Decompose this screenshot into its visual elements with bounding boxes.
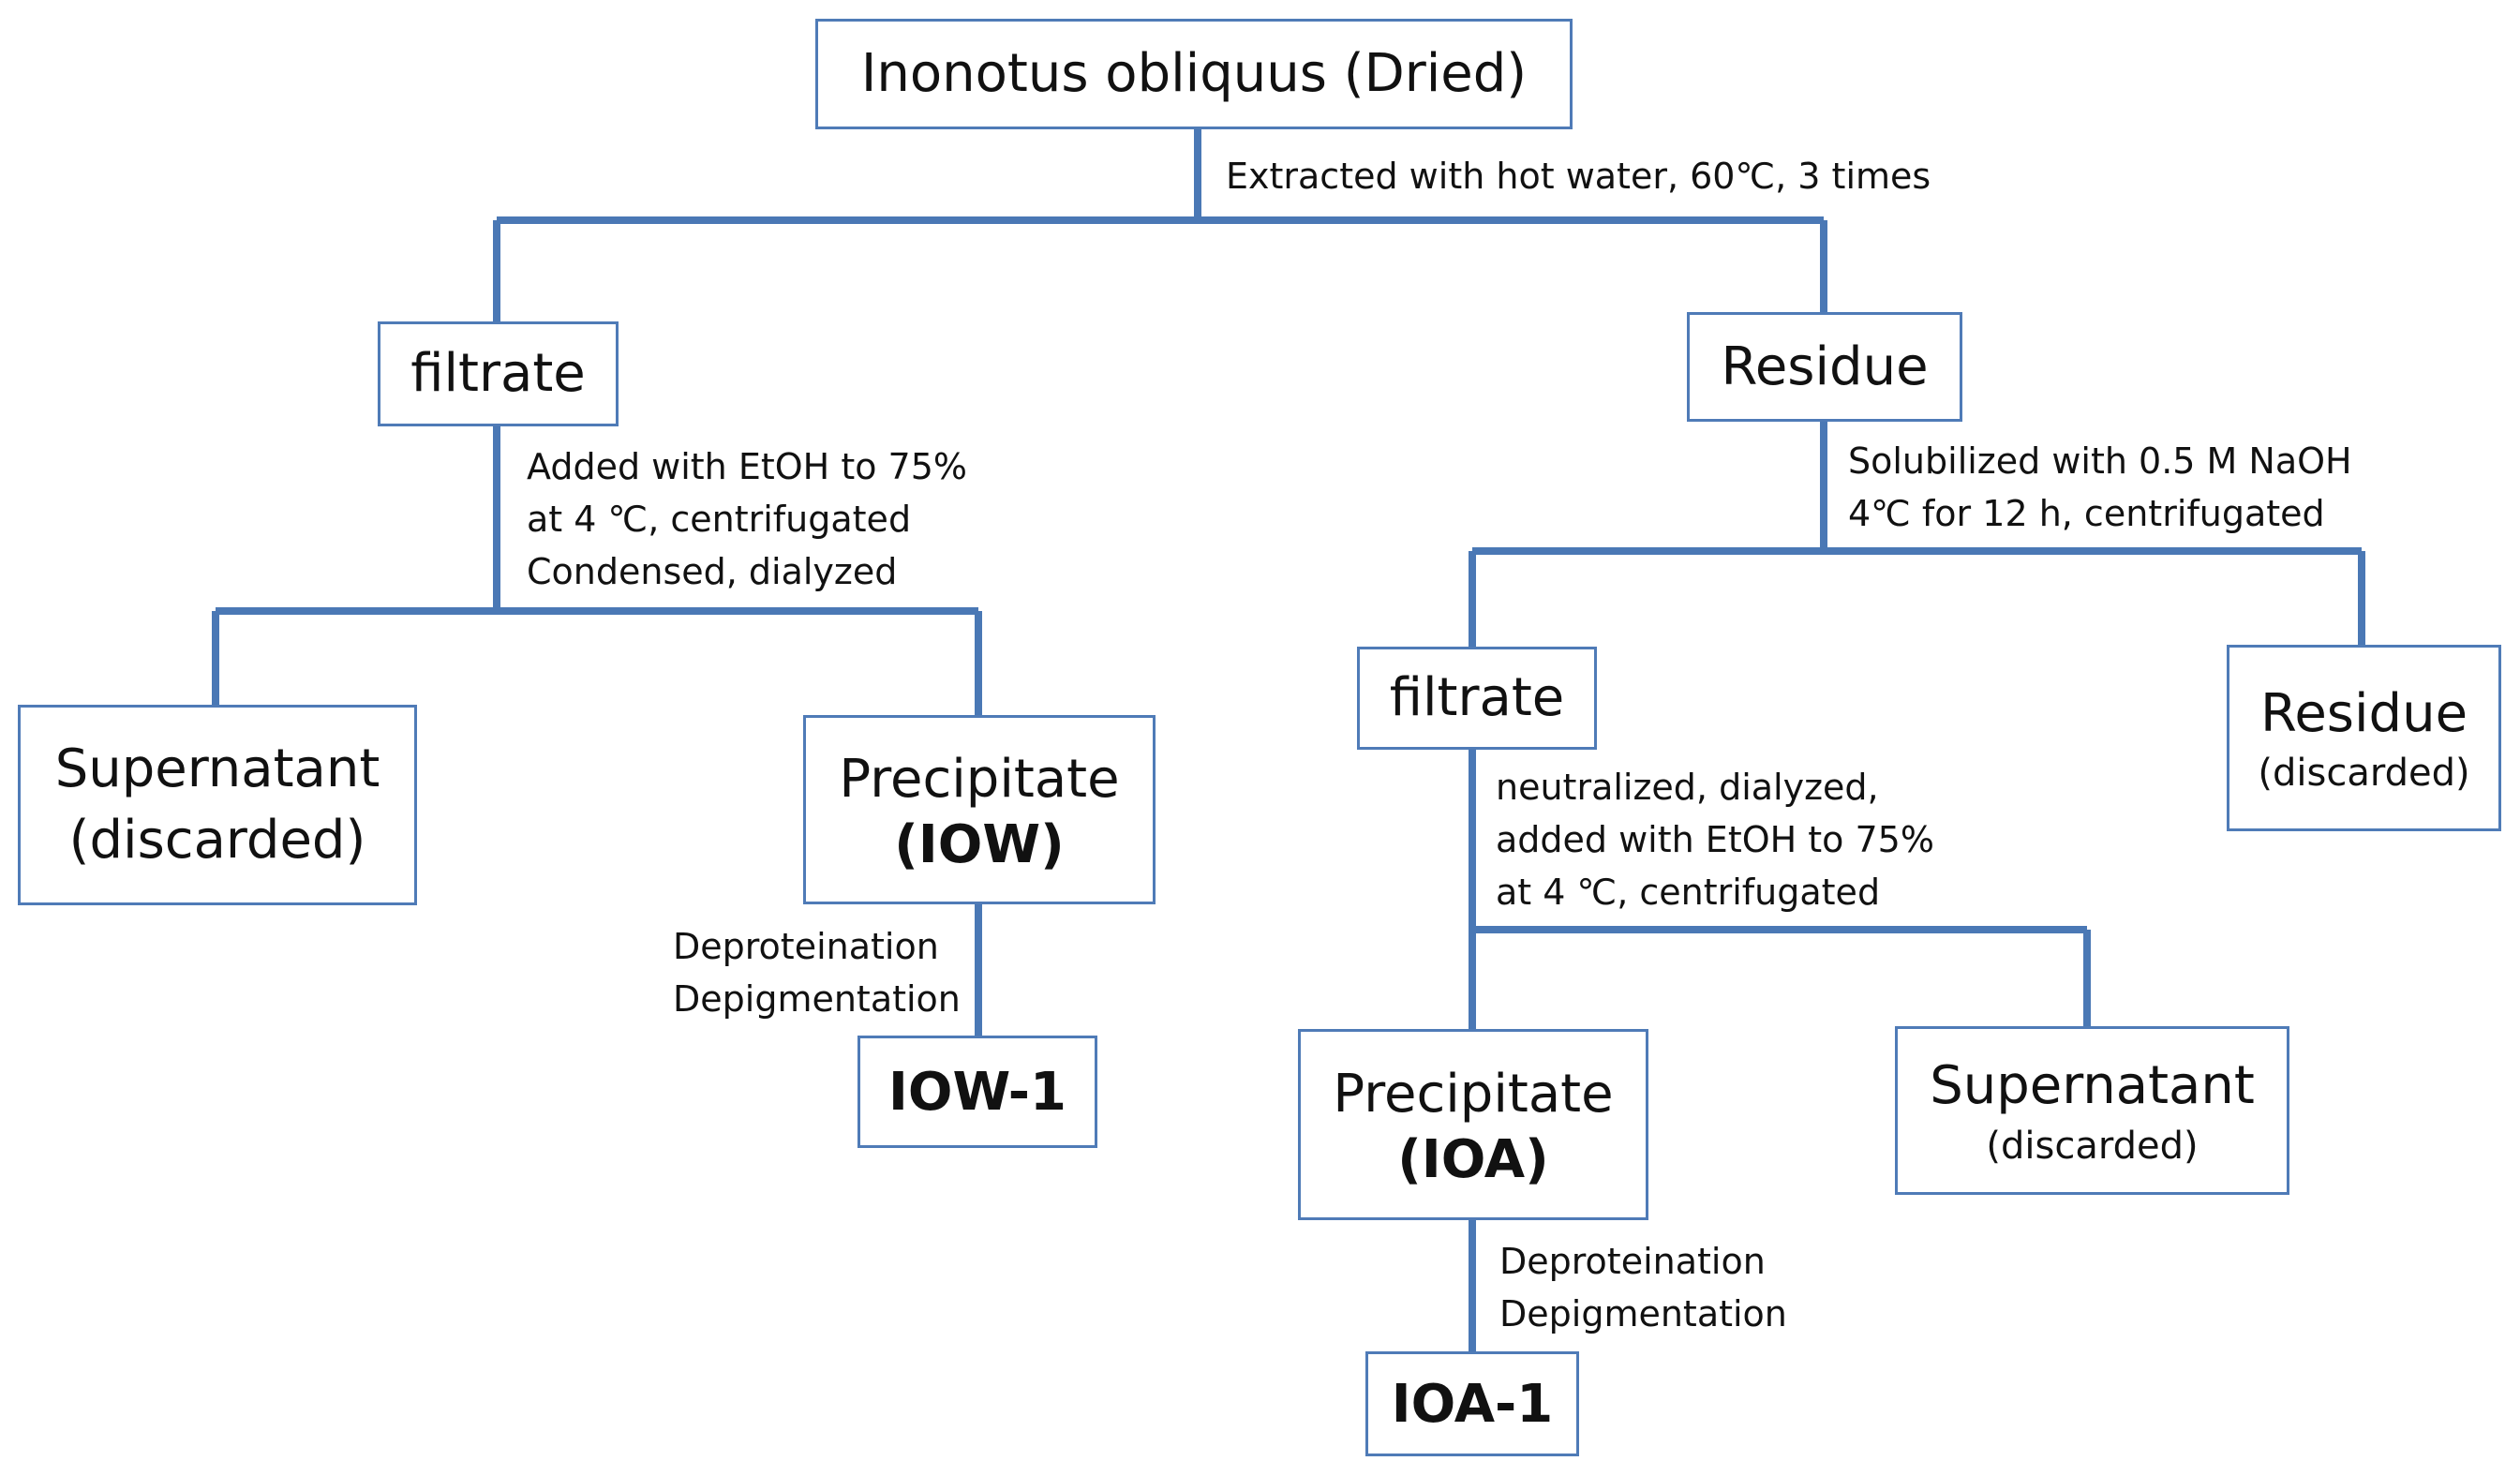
residue-node-label: Residue <box>1721 335 1929 397</box>
step-naoh-solubilization: Solubilized with 0.5 M NaOH 4℃ for 12 h,… <box>1848 435 2352 540</box>
iow1-node-box: IOW-1 <box>857 1036 1097 1148</box>
step-iow-purification: Deproteination Depigmentation <box>673 920 961 1025</box>
supernatant-node-subtitle: (discarded) <box>68 810 366 871</box>
connector-residue-split <box>1469 422 2365 647</box>
step-line: Added with EtOH to 75% <box>527 446 968 487</box>
filtrate-node-box: filtrate <box>378 321 619 426</box>
connector-filtrate-split <box>212 426 982 715</box>
connector-filtrate2-split <box>1469 750 2091 1029</box>
filtrate2-node-label: filtrate <box>1389 667 1565 729</box>
ioa1-node-box: IOA-1 <box>1365 1351 1579 1456</box>
supernatant-node-box: Supernatant (discarded) <box>18 705 417 905</box>
step-line: Extracted with hot water, 60℃, 3 times <box>1226 156 1931 197</box>
supernatant2-node-subtitle: (discarded) <box>1986 1124 2199 1168</box>
ioa1-node-label: IOA-1 <box>1391 1373 1554 1435</box>
residue-node-box: Residue <box>1687 312 1962 422</box>
step-ethanol-precipitation: Added with EtOH to 75% at 4 ℃, centrifug… <box>527 440 967 598</box>
supernatant-node-title: Supernatant <box>54 738 380 800</box>
root-node-label: Inonotus obliquus (Dried) <box>860 43 1528 105</box>
step-line: 4℃ for 12 h, centrifugated <box>1848 493 2325 534</box>
precipitate-ioa-node-box: Precipitate (IOA) <box>1298 1029 1648 1220</box>
step-neutralize-ethanol: neutralized, dialyzed, added with EtOH t… <box>1496 761 1934 918</box>
step-line: at 4 ℃, centrifugated <box>1496 872 1881 913</box>
residue2-node-box: Residue (discarded) <box>2227 645 2501 831</box>
step-line: neutralized, dialyzed, <box>1496 767 1879 808</box>
precipitate-ioa-subtitle: (IOA) <box>1397 1129 1549 1191</box>
step-line: Depigmentation <box>1499 1293 1787 1334</box>
filtrate2-node-box: filtrate <box>1357 647 1597 750</box>
step-hot-water-extraction: Extracted with hot water, 60℃, 3 times <box>1226 150 1931 202</box>
residue2-node-subtitle: (discarded) <box>2258 752 2470 796</box>
step-line: Deproteination <box>1499 1241 1766 1282</box>
supernatant2-node-box: Supernatant (discarded) <box>1895 1026 2289 1195</box>
residue2-node-title: Residue <box>2259 682 2468 744</box>
precipitate-ioa-title: Precipitate <box>1333 1063 1614 1125</box>
precipitate-iow-subtitle: (IOW) <box>894 814 1065 876</box>
step-line: Deproteination <box>673 926 939 967</box>
step-line: Depigmentation <box>673 978 961 1020</box>
step-line: Solubilized with 0.5 M NaOH <box>1848 440 2352 482</box>
precipitate-iow-node-box: Precipitate (IOW) <box>803 715 1156 904</box>
root-node-box: Inonotus obliquus (Dried) <box>815 19 1573 129</box>
connector-root-split <box>493 129 1827 323</box>
iow1-node-label: IOW-1 <box>888 1061 1066 1123</box>
supernatant2-node-title: Supernatant <box>1930 1055 2255 1117</box>
step-ioa-purification: Deproteination Depigmentation <box>1499 1235 1787 1340</box>
precipitate-iow-title: Precipitate <box>839 748 1120 810</box>
step-line: Condensed, dialyzed <box>527 551 898 592</box>
step-line: added with EtOH to 75% <box>1496 819 1934 860</box>
step-line: at 4 ℃, centrifugated <box>527 499 912 540</box>
filtrate-node-label: filtrate <box>410 343 586 405</box>
